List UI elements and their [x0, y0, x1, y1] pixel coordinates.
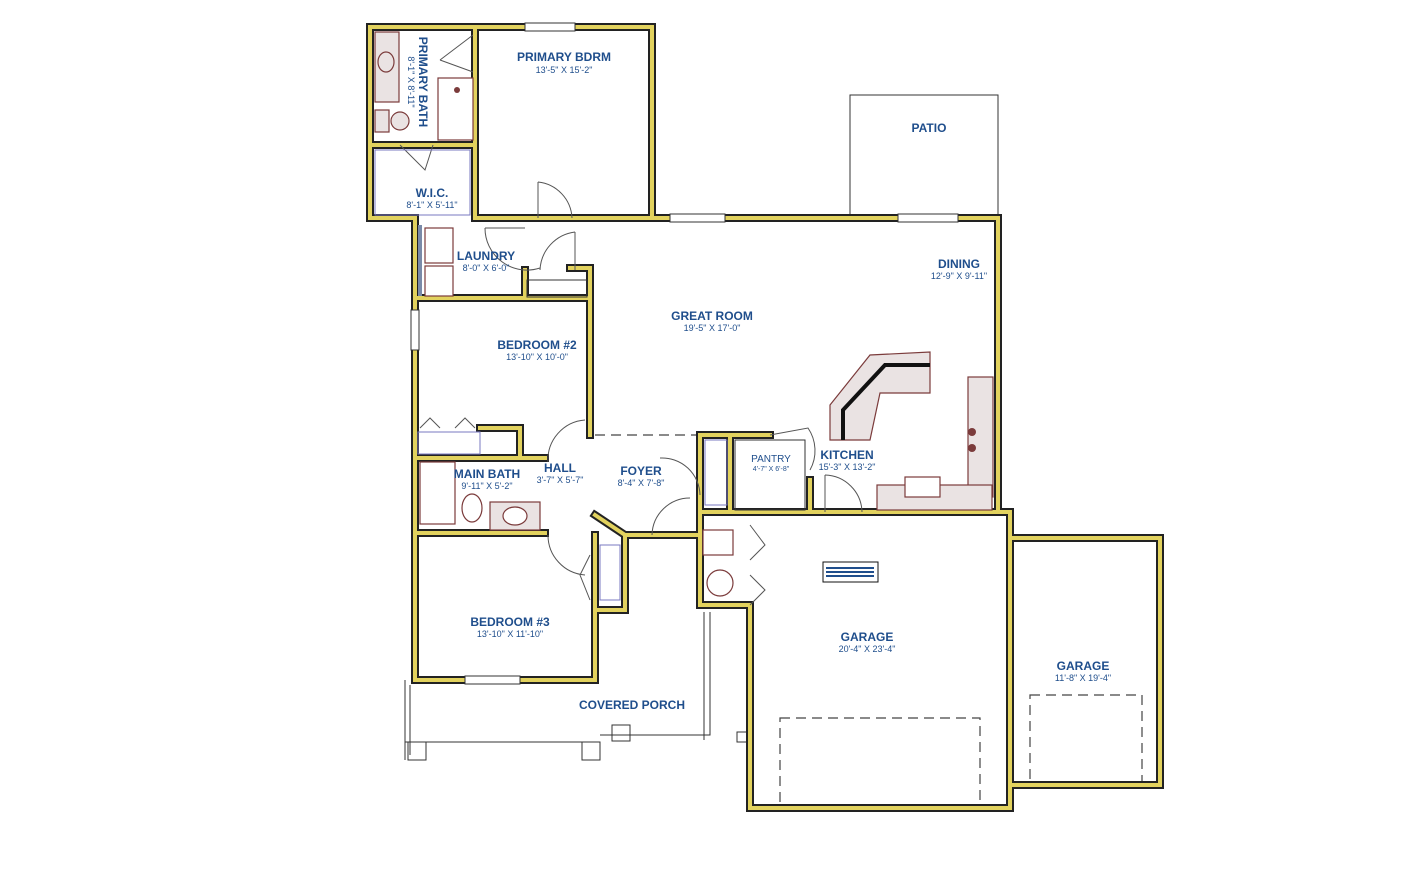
garage-note-lines — [826, 567, 874, 577]
bedroom3-name: BEDROOM #3 — [470, 615, 550, 629]
primary-bath-name: PRIMARY BATH — [416, 37, 430, 127]
wic-name: W.I.C. — [416, 186, 449, 200]
garage-side-dims: 11'-8" X 19'-4" — [1055, 673, 1111, 683]
window — [669, 213, 726, 223]
wic-shelving — [374, 149, 471, 216]
kitchen-counter-right — [967, 376, 994, 498]
coat-closet — [599, 544, 621, 601]
covered-porch-name: COVERED PORCH — [579, 698, 685, 712]
window — [524, 22, 576, 32]
window — [410, 309, 420, 351]
cooktop-burner-icon — [968, 428, 976, 436]
bedroom3-dims: 13'-10" X 11'-10" — [477, 629, 543, 639]
doors — [399, 34, 863, 606]
bedroom2-closet — [417, 431, 481, 455]
laundry-shelf — [526, 279, 588, 298]
pantry-name: PANTRY — [751, 454, 791, 465]
bedroom2-name: BEDROOM #2 — [497, 338, 577, 352]
fixtures — [374, 31, 994, 601]
primary-bdrm-dims: 13'-5" X 15'-2" — [536, 65, 593, 75]
foyer-name: FOYER — [620, 464, 662, 478]
primary-toilet-icon — [390, 111, 410, 131]
foyer-dims: 8'-4" X 7'-8" — [618, 478, 665, 488]
garage-door-main — [779, 717, 981, 809]
bedroom2-dims: 13'-10" X 10'-0" — [506, 352, 568, 362]
laundry-dims: 8'-0" X 6'-0" — [463, 263, 510, 273]
great-room-dims: 19'-5" X 17'-0" — [684, 323, 741, 333]
dryer-icon — [424, 265, 454, 297]
shower-icon — [437, 77, 474, 141]
furnace-icon — [702, 529, 734, 556]
window — [464, 675, 521, 685]
great-room-name: GREAT ROOM — [671, 309, 753, 323]
dining-dims: 12'-9" X 9'-11" — [931, 271, 987, 281]
primary-bath-dims: 8'-1" X 8'-11" — [406, 56, 416, 107]
pantry-shelves — [734, 439, 806, 511]
toilet-icon — [461, 493, 483, 523]
water-heater-icon — [706, 569, 734, 597]
main-bath-name: MAIN BATH — [454, 467, 520, 481]
main-bath-dims: 9'-11" X 5'-2" — [461, 481, 512, 491]
dining-name: DINING — [938, 257, 980, 271]
cooktop-burner-icon — [968, 444, 976, 452]
pantry-dims: 4'-7" X 6'-8" — [753, 466, 790, 473]
garage-main-dims: 20'-4" X 23'-4" — [839, 644, 896, 654]
range-icon — [904, 476, 941, 498]
island-bar-edge — [841, 363, 930, 440]
covered-porch-outline — [404, 612, 748, 761]
laundry-name: LAUNDRY — [457, 249, 515, 263]
garage-main-name: GARAGE — [841, 630, 894, 644]
garage-door-side — [1029, 694, 1143, 786]
kitchen-dims: 15'-3" X 13'-2" — [819, 462, 876, 472]
patio-outline — [849, 94, 999, 219]
hall-name: HALL — [544, 461, 576, 475]
patio-name: PATIO — [912, 121, 947, 135]
kitchen-name: KITCHEN — [820, 448, 873, 462]
washer-icon — [424, 227, 454, 264]
foyer-closet — [704, 439, 728, 506]
shower-head-icon — [454, 87, 460, 93]
sink-icon — [502, 506, 528, 526]
hall-dims: 3'-7" X 5'-7" — [537, 475, 584, 485]
primary-sink-icon — [377, 51, 395, 73]
sliding-door — [897, 213, 959, 223]
primary-toilet-tank-icon — [374, 109, 390, 133]
primary-bdrm-name: PRIMARY BDRM — [517, 50, 611, 64]
garage-side-name: GARAGE — [1057, 659, 1110, 673]
walls — [366, 22, 1164, 812]
wic-dims: 8'-1" X 5'-11" — [406, 200, 457, 210]
bathtub-icon — [419, 461, 456, 525]
kitchen-island — [829, 351, 931, 441]
